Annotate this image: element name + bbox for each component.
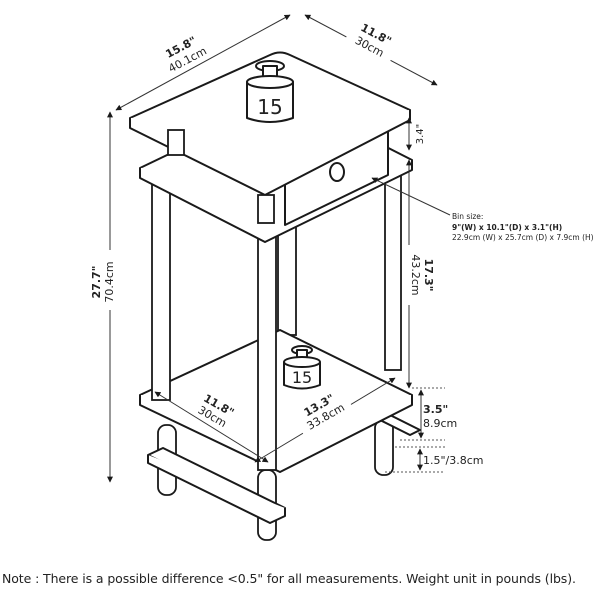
svg-text:43.2cm: 43.2cm bbox=[409, 254, 422, 295]
dim-drawer-gap: 3.4" bbox=[406, 117, 426, 151]
dim-shelf-clearance: 17.3" 43.2cm bbox=[402, 159, 435, 389]
dim-foot-height: 1.5"/3.8cm bbox=[385, 446, 484, 473]
drawer-knob[interactable] bbox=[329, 162, 345, 182]
svg-text:22.9cm (W) x 25.7cm (D) x 7.9c: 22.9cm (W) x 25.7cm (D) x 7.9cm (H) bbox=[452, 233, 594, 242]
svg-text:15: 15 bbox=[257, 95, 282, 119]
footer-note: Note : There is a possible difference <0… bbox=[2, 571, 576, 586]
svg-text:9"(W) x 10.1"(D) x 3.1"(H): 9"(W) x 10.1"(D) x 3.1"(H) bbox=[452, 223, 562, 232]
svg-text:Bin size:: Bin size: bbox=[452, 212, 483, 221]
svg-text:27.7": 27.7" bbox=[90, 266, 103, 299]
svg-text:70.4cm: 70.4cm bbox=[103, 261, 116, 302]
svg-text:3.4": 3.4" bbox=[415, 124, 426, 145]
dim-lower-gap: 3.5" 8.9cm bbox=[400, 387, 457, 441]
svg-text:15: 15 bbox=[292, 368, 312, 387]
dim-total-height: 27.7" 70.4cm bbox=[90, 111, 122, 483]
svg-text:17.3": 17.3" bbox=[422, 259, 435, 292]
svg-text:1.5"/3.8cm: 1.5"/3.8cm bbox=[423, 454, 484, 467]
svg-text:3.5": 3.5" bbox=[423, 403, 448, 416]
svg-text:8.9cm: 8.9cm bbox=[423, 417, 457, 430]
bin-size-callout: Bin size: 9"(W) x 10.1"(D) x 3.1"(H) 22.… bbox=[371, 177, 594, 242]
